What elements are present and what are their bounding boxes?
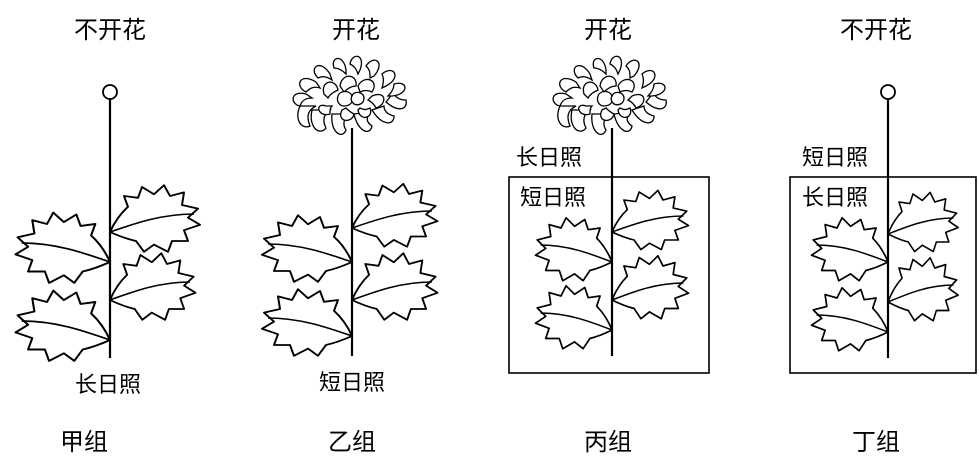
chrysanthemum-flower-icon: [292, 55, 407, 136]
group-ding: 不开花 短日照 长日照: [789, 16, 977, 374]
flowering-state-label: 不开花: [74, 16, 146, 44]
leaf-icon: [14, 211, 112, 284]
leaf-icon: [261, 214, 353, 283]
leaf-icon: [351, 182, 439, 248]
group-label: 乙组: [328, 428, 376, 456]
leaf-icon: [810, 216, 889, 282]
flowering-state-label: 不开花: [840, 16, 912, 44]
leaf-icon: [109, 252, 197, 321]
group-label: 甲组: [60, 428, 108, 456]
leaf-icon: [534, 216, 613, 282]
group-jia: 不开花 长日照 甲组: [14, 16, 201, 456]
photoperiod-label-box: 长日照: [802, 186, 868, 211]
photoperiod-label-box: 短日照: [520, 186, 586, 211]
chrysanthemum-flower-icon: [552, 55, 667, 136]
leaf-icon: [14, 289, 112, 362]
leaf-icon: [611, 254, 690, 320]
leaf-icon: [887, 256, 960, 322]
leaf-icon: [810, 286, 889, 352]
leaf-icon: [887, 191, 960, 253]
photoperiod-label: 短日照: [319, 371, 385, 396]
group-bing: 开花 长日照 短日照: [508, 16, 710, 374]
photoperiod-label: 长日照: [75, 373, 141, 398]
leaf-icon: [261, 288, 353, 357]
group-label: 丙组: [584, 428, 632, 456]
light-treatment-box: [789, 176, 977, 374]
leaf-icon: [534, 284, 613, 350]
leaf-icon: [351, 252, 439, 321]
light-treatment-box: [508, 176, 710, 374]
flowering-state-label: 开花: [332, 16, 380, 44]
photoperiod-label-top: 长日照: [516, 146, 582, 171]
leaf-icon: [611, 189, 690, 251]
group-label: 丁组: [852, 428, 900, 456]
group-yi: 开花 短日照 乙组: [261, 16, 439, 456]
photoperiod-label-top: 短日照: [802, 146, 868, 171]
leaf-icon: [109, 184, 201, 253]
bud-icon: [880, 84, 896, 100]
bud-icon: [102, 84, 118, 100]
flowering-state-label: 开花: [584, 16, 632, 44]
